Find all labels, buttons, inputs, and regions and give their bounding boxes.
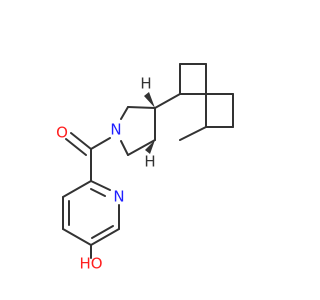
bond-lower-ch2-to-amide-n <box>120 140 129 156</box>
atom-labels: O N N H H HO <box>56 75 156 273</box>
bond-pyridine-c5-c6-inner <box>91 225 114 239</box>
bond-carbonyl-double-b <box>65 138 87 156</box>
molecule-diagram: O N N H H HO <box>56 63 234 273</box>
stereo-h-bottom-label: H <box>144 153 155 171</box>
hydroxyl-label: HO <box>79 255 102 273</box>
wedge-bottom-h <box>145 140 155 154</box>
pyridine-nitrogen-label: N <box>113 188 124 206</box>
bond-pyridine-n-c2-inner <box>90 188 106 197</box>
stereo-h-top-label: H <box>140 75 151 93</box>
carbonyl-oxygen-label: O <box>56 124 68 142</box>
bond-pyridine-c5-to-c6 <box>90 228 120 246</box>
bond-carbonyl-double-a <box>70 132 92 150</box>
bond-pyridine-c2-to-c3 <box>62 180 92 198</box>
stereo-wedges <box>144 92 155 154</box>
bond-stereo-top-to-bridge-top <box>154 93 181 109</box>
bond-carbonyl-to-amide-n <box>90 137 111 150</box>
bond-stereo-bottom-to-lower-ch2 <box>127 139 156 156</box>
bond-amide-n-to-top-ch2 <box>120 106 129 120</box>
bond-lower-bridgehead-to-stereo-bottom <box>179 126 207 141</box>
bond-pyridine-n-to-c2 <box>90 180 111 191</box>
amide-nitrogen-label: N <box>110 121 121 139</box>
bonds <box>62 63 234 259</box>
wedge-top-h <box>144 92 155 108</box>
molecule-structure: O N N H H HO <box>56 63 234 273</box>
bond-top-ch2-to-stereo-top <box>127 106 156 109</box>
bond-pyridine-c4-to-c5 <box>62 228 92 246</box>
